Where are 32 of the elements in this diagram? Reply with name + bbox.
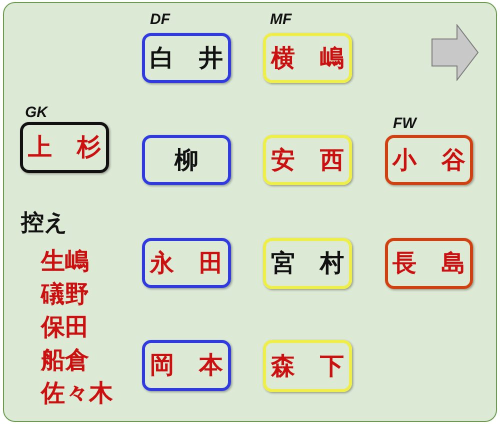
substitute-name: 礒野 [41, 281, 89, 308]
player-name: 森 下 [270, 352, 344, 380]
player-box [142, 340, 231, 391]
player-box [385, 135, 473, 185]
player-name: 岡 本 [150, 352, 224, 379]
player-name: 長 島 [392, 250, 466, 277]
position-label: MF [270, 12, 292, 28]
substitutes-heading: 控え [21, 211, 68, 236]
player-name: 上 杉 [28, 134, 102, 161]
player-name: 永 田 [150, 250, 224, 276]
player-box [263, 33, 352, 83]
substitute-name: 船倉 [41, 347, 89, 374]
substitute-name: 生嶋 [41, 248, 89, 274]
player-box [385, 238, 473, 289]
position-label: GK [25, 105, 48, 122]
player-box [263, 340, 352, 392]
player-box [142, 33, 231, 83]
player-box [20, 122, 109, 173]
player-name: 宮 村 [270, 250, 344, 277]
player-name: 柳 [174, 146, 198, 174]
player-box [142, 135, 231, 185]
player-box [142, 238, 231, 288]
position-label: FW [393, 116, 416, 132]
substitute-name: 保田 [41, 314, 89, 340]
player-name: 横 嶋 [270, 44, 344, 72]
substitute-name: 佐々木 [41, 380, 113, 406]
player-box [263, 135, 352, 185]
player-name: 小 谷 [392, 146, 466, 174]
position-label: DF [150, 12, 170, 28]
player-name: 安 西 [270, 146, 344, 174]
player-box [263, 238, 352, 289]
player-name: 白 井 [150, 44, 224, 72]
